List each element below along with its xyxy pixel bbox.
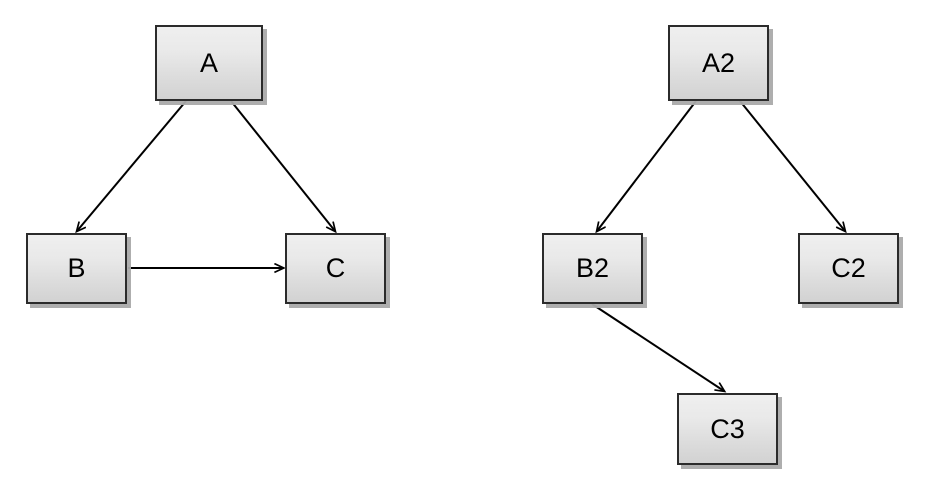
node-label: C3 — [710, 413, 745, 444]
node-label: C — [325, 253, 346, 283]
node-label: C2 — [831, 253, 866, 283]
edge-a2-to-c2 — [739, 100, 845, 231]
node-c2[interactable]: C2 — [798, 233, 899, 304]
node-label: A — [199, 47, 218, 78]
node-c3[interactable]: C3 — [677, 393, 778, 465]
edge-b2-to-c3 — [591, 303, 724, 391]
node-b2[interactable]: B2 — [542, 233, 643, 304]
node-a[interactable]: A — [155, 25, 263, 101]
node-label: A2 — [701, 47, 736, 78]
node-a2[interactable]: A2 — [668, 25, 769, 101]
edge-a-to-b — [77, 100, 187, 231]
node-c[interactable]: C — [285, 233, 386, 304]
edge-a2-to-b2 — [597, 100, 697, 231]
edge-group — [77, 100, 845, 391]
edge-a-to-c — [230, 100, 335, 231]
node-b[interactable]: B — [26, 233, 127, 304]
node-label: B — [67, 253, 86, 283]
node-label: B2 — [575, 253, 610, 283]
